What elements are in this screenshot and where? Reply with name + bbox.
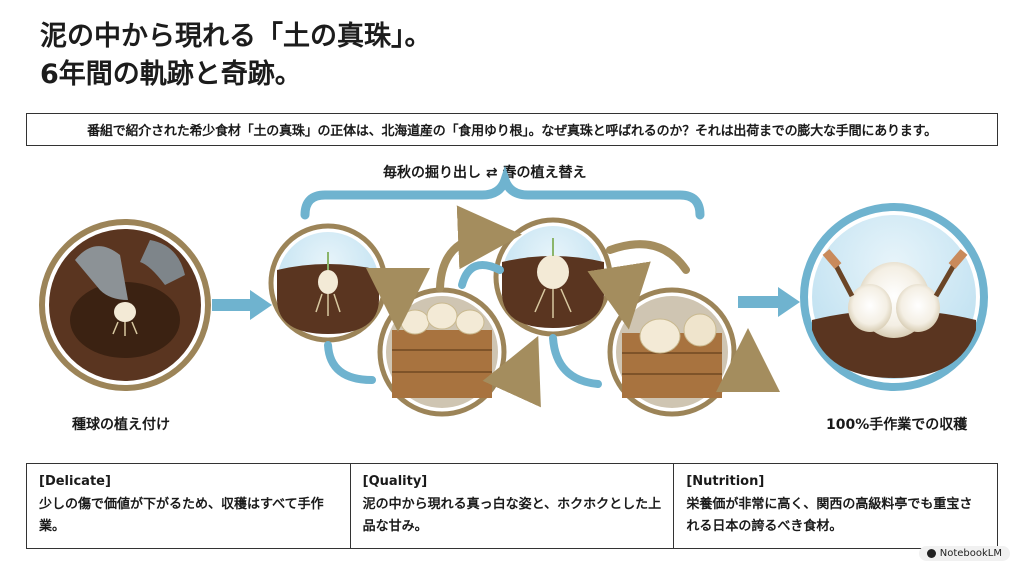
pearl-bulb-illustration (800, 203, 988, 391)
harvest-crate-1-illustration (377, 287, 507, 417)
year1-bulb-illustration (268, 223, 388, 343)
arrow-1-head (250, 290, 272, 320)
info-tag: [Quality] (362, 474, 428, 489)
info-text: 栄養価が非常に高く、関西の高級料亭でも重宝される日本の誇るべき食材。 (686, 497, 973, 534)
step-caption-harvest: 100%手作業での収穫 (826, 417, 968, 433)
loop-arrow-1 (324, 341, 376, 384)
summary-banner: 番組で紹介された希少食材「土の真珠」の正体は、北海道産の「食用ゆり根」。なぜ真珠… (26, 113, 998, 146)
cycle-arrow-f (606, 240, 690, 274)
harvest-crate-2-illustration (607, 287, 737, 417)
cycle-arrow-a (365, 267, 430, 332)
lily-bulb-cycle-diagram (39, 165, 988, 417)
notebooklm-logo-icon (926, 549, 936, 558)
planting-illustration (39, 219, 211, 391)
info-text: 少しの傷で価値が下がるため、収穫はすべて手作業。 (39, 497, 324, 534)
info-boxes: [Delicate] 少しの傷で価値が下がるため、収穫はすべて手作業。 [Qua… (26, 463, 998, 549)
info-text: 泥の中から現れる真っ白な姿と、ホクホクとした上品な甘み。 (362, 497, 662, 534)
page-title: 泥の中から現れる「土の真珠」。 6年間の軌跡と奇跡。 (40, 18, 432, 94)
step-caption-planting: 種球の植え付け (72, 417, 170, 433)
info-box-nutrition: [Nutrition] 栄養価が非常に高く、関西の高級料亭でも重宝される日本の誇… (674, 464, 997, 548)
info-tag: [Delicate] (39, 474, 111, 489)
cycle-arrow-e (715, 328, 780, 393)
info-box-delicate: [Delicate] 少しの傷で価値が下がるため、収穫はすべて手作業。 (27, 464, 351, 548)
loop-arrow-3 (458, 261, 504, 289)
cycle-bracket (300, 165, 705, 220)
cycle-arrow-d (482, 335, 541, 408)
year-mid-bulb-illustration (493, 217, 613, 337)
info-tag: [Nutrition] (686, 474, 765, 489)
notebooklm-badge: NotebookLM (918, 546, 1010, 561)
cycle-label: 毎秋の掘り出し ⇄ 春の植え替え (383, 165, 587, 181)
cycle-arrow-b (436, 205, 522, 292)
title-line-2: 6年間の軌跡と奇跡。 (40, 59, 302, 90)
cycle-arrow-c (587, 261, 651, 330)
loop-arrow-2 (549, 334, 602, 388)
arrow-final-head (778, 287, 800, 317)
title-line-1: 泥の中から現れる「土の真珠」。 (40, 21, 432, 52)
info-box-quality: [Quality] 泥の中から現れる真っ白な姿と、ホクホクとした上品な甘み。 (351, 464, 675, 548)
badge-label: NotebookLM (939, 548, 1002, 559)
